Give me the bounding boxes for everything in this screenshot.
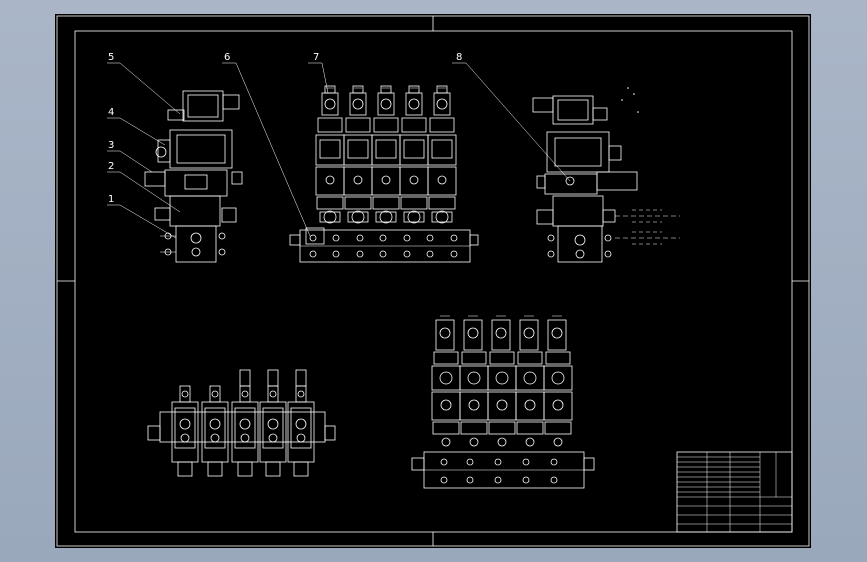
front-manifold (289, 227, 479, 263)
rear-valve-2 (459, 315, 489, 447)
callout-1: 1 (108, 194, 114, 205)
callout-7: 7 (313, 52, 319, 63)
callout-4: 4 (108, 107, 114, 118)
front-view (289, 85, 479, 263)
callout-5: 5 (108, 52, 114, 63)
title-block (676, 451, 793, 533)
left-side-view (144, 90, 243, 263)
valve-stack-2 (343, 85, 373, 224)
top-valve-4 (259, 369, 287, 477)
rear-manifold (411, 451, 595, 489)
rear-view (411, 315, 595, 489)
valve-stack-5 (427, 85, 457, 224)
top-view (147, 369, 336, 477)
rear-valve-4 (515, 315, 545, 447)
outer-border (56, 15, 810, 547)
top-valve-3 (231, 369, 259, 477)
top-valve-5 (287, 369, 315, 477)
top-valve-1 (171, 385, 199, 477)
drawing-sheet (55, 14, 811, 548)
callout-8: 8 (456, 52, 462, 63)
rear-valve-5 (543, 315, 573, 447)
inner-border (74, 30, 793, 533)
callout-2: 2 (108, 161, 114, 172)
top-valve-2 (201, 385, 229, 477)
valve-stack-4 (399, 85, 429, 224)
callout-3: 3 (108, 140, 114, 151)
rear-valve-1 (431, 315, 461, 447)
callout-leaders: 5 4 3 2 1 6 7 8 (107, 52, 571, 239)
callout-6: 6 (224, 52, 230, 63)
rear-valve-3 (487, 315, 517, 447)
valve-stack-1 (315, 85, 345, 224)
valve-stack-3 (371, 85, 401, 224)
right-side-view (532, 87, 680, 263)
